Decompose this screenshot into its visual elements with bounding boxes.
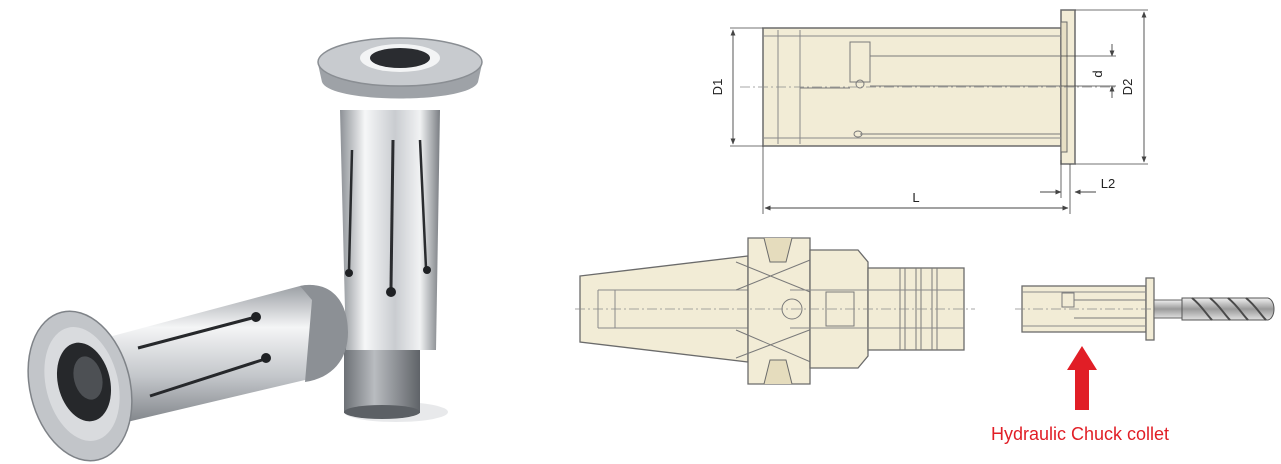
dim-label-d1: D1 — [710, 79, 725, 96]
dim-label-d: d — [1090, 70, 1105, 77]
dim-label-d2: D2 — [1120, 79, 1135, 96]
lying-collet — [27, 284, 348, 462]
callout-label: Hydraulic Chuck collet — [991, 424, 1169, 444]
collet-with-endmill-drawing — [1015, 277, 1275, 341]
collet-photo — [27, 37, 483, 462]
dim-label-l2: L2 — [1101, 176, 1115, 191]
collet-drawing: D1 D2 d L L2 — [710, 9, 1148, 214]
dim-label-l: L — [912, 190, 919, 205]
callout-arrow — [1067, 346, 1097, 410]
tool-holder-drawing — [575, 237, 975, 385]
upright-collet — [317, 37, 483, 422]
